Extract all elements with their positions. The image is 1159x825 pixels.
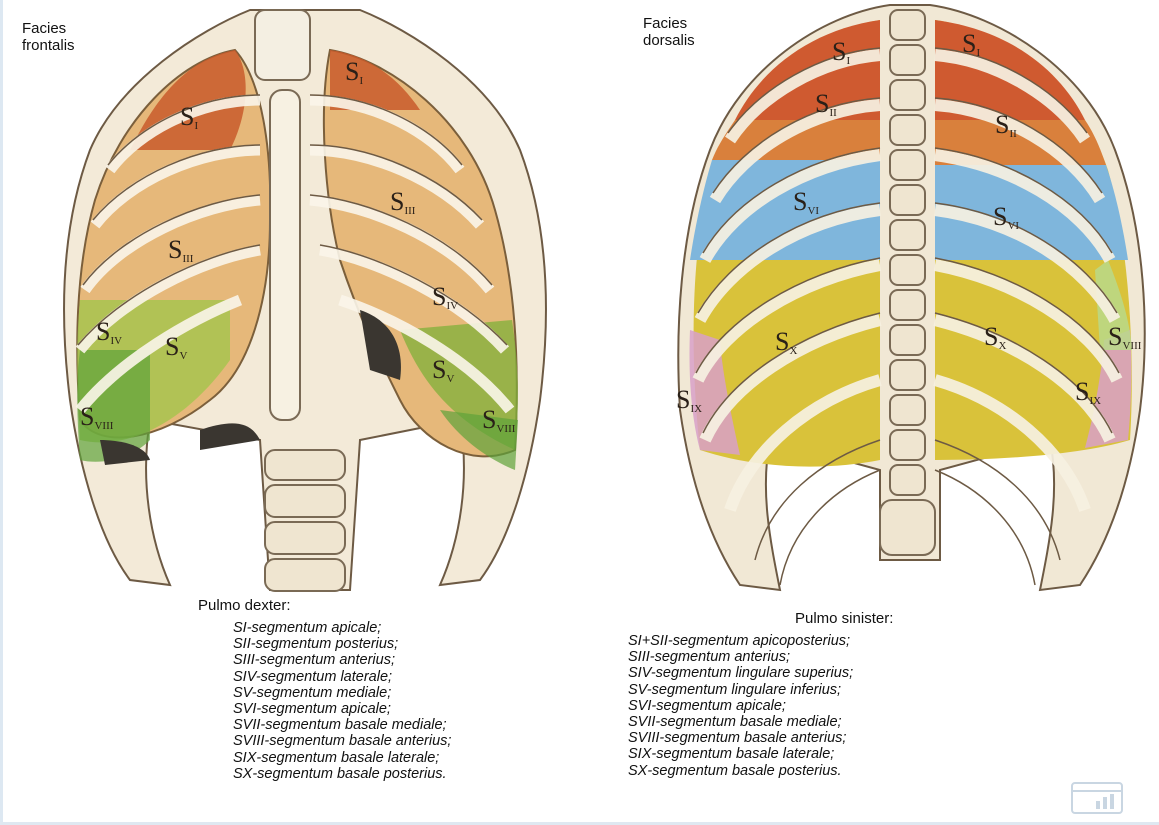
frontal-thorax-illustration: SI SI SIII SIII SIV SV SIV SV SVIII SVII… bbox=[0, 0, 580, 600]
legend-sinister-item: SVII-segmentum basale mediale; bbox=[628, 714, 893, 730]
legend-dexter-item: SIV-segmentum laterale; bbox=[233, 669, 451, 685]
legend-sinister-item: SVIII-segmentum basale anterius; bbox=[628, 730, 893, 746]
legend-sinister-item: SIV-segmentum lingulare superius; bbox=[628, 665, 893, 681]
dorsal-segment-labels: SI SII SI SII SVI SVI SX SX SIX SIX SVII… bbox=[676, 29, 1142, 415]
legend-sinister-item: SIII-segmentum anterius; bbox=[628, 649, 893, 665]
legend-dexter-item: SIII-segmentum anterius; bbox=[233, 652, 451, 668]
legend-dexter-item: SI-segmentum apicale; bbox=[233, 620, 451, 636]
watermark-chart-icon bbox=[1066, 777, 1130, 817]
dorsal-seg-label-2: SII bbox=[815, 89, 837, 119]
dorsal-ribcage-outline bbox=[678, 5, 1144, 590]
legend-dexter-title: Pulmo dexter: bbox=[198, 597, 451, 614]
legend-dexter-item: SVIII-segmentum basale anterius; bbox=[233, 733, 451, 749]
dorsal-seg-label-8: SX bbox=[984, 322, 1006, 352]
frontal-view-label: Facies frontalis bbox=[22, 20, 75, 54]
legend-sinister-item: SVI-segmentum apicale; bbox=[628, 698, 893, 714]
legend-pulmo-dexter: Pulmo dexter: SI-segmentum apicale; SII-… bbox=[198, 597, 451, 782]
legend-dexter-item: SV-segmentum mediale; bbox=[233, 685, 451, 701]
legend-dexter-item: SII-segmentum posterius; bbox=[233, 636, 451, 652]
dorsal-seg-label-3: SI bbox=[962, 29, 980, 59]
legend-sinister-item: SIX-segmentum basale laterale; bbox=[628, 746, 893, 762]
dorsal-seg-label-1: SI bbox=[832, 37, 850, 67]
sternum bbox=[270, 90, 300, 420]
legend-dexter-item: SX-segmentum basale posterius. bbox=[233, 766, 451, 782]
dorsal-view-label: Facies dorsalis bbox=[643, 15, 695, 49]
legend-sinister-item: SV-segmentum lingulare inferius; bbox=[628, 682, 893, 698]
legend-dexter-item: SIX-segmentum basale laterale; bbox=[233, 750, 451, 766]
legend-sinister-item: SX-segmentum basale posterius. bbox=[628, 763, 893, 779]
legend-dexter-item: SVI-segmentum apicale; bbox=[233, 701, 451, 717]
legend-sinister-title: Pulmo sinister: bbox=[628, 610, 893, 627]
dorsal-seg-label-9: SIX bbox=[676, 385, 702, 415]
dorsal-seg-label-6: SVI bbox=[993, 202, 1019, 232]
dorsal-seg-label-4: SII bbox=[995, 110, 1017, 140]
dorsal-left-lung-shape bbox=[694, 20, 880, 467]
dorsal-seg-label-5: SVI bbox=[793, 187, 819, 217]
dorsal-seg-label-10: SIX bbox=[1075, 377, 1101, 407]
dorsal-right-lung-shape bbox=[935, 20, 1132, 460]
dorsal-seg-label-7: SX bbox=[775, 327, 797, 357]
legend-sinister-item: SI+SII-segmentum apicoposterius; bbox=[628, 633, 893, 649]
dorsal-ribs bbox=[698, 55, 1117, 510]
legend-pulmo-sinister: Pulmo sinister: SI+SII-segmentum apicopo… bbox=[628, 610, 893, 779]
dorsal-seg-label-11: SVIII bbox=[1108, 322, 1142, 352]
trachea bbox=[255, 10, 310, 80]
dorsal-spine bbox=[880, 10, 935, 555]
legend-dexter-item: SVII-segmentum basale mediale; bbox=[233, 717, 451, 733]
